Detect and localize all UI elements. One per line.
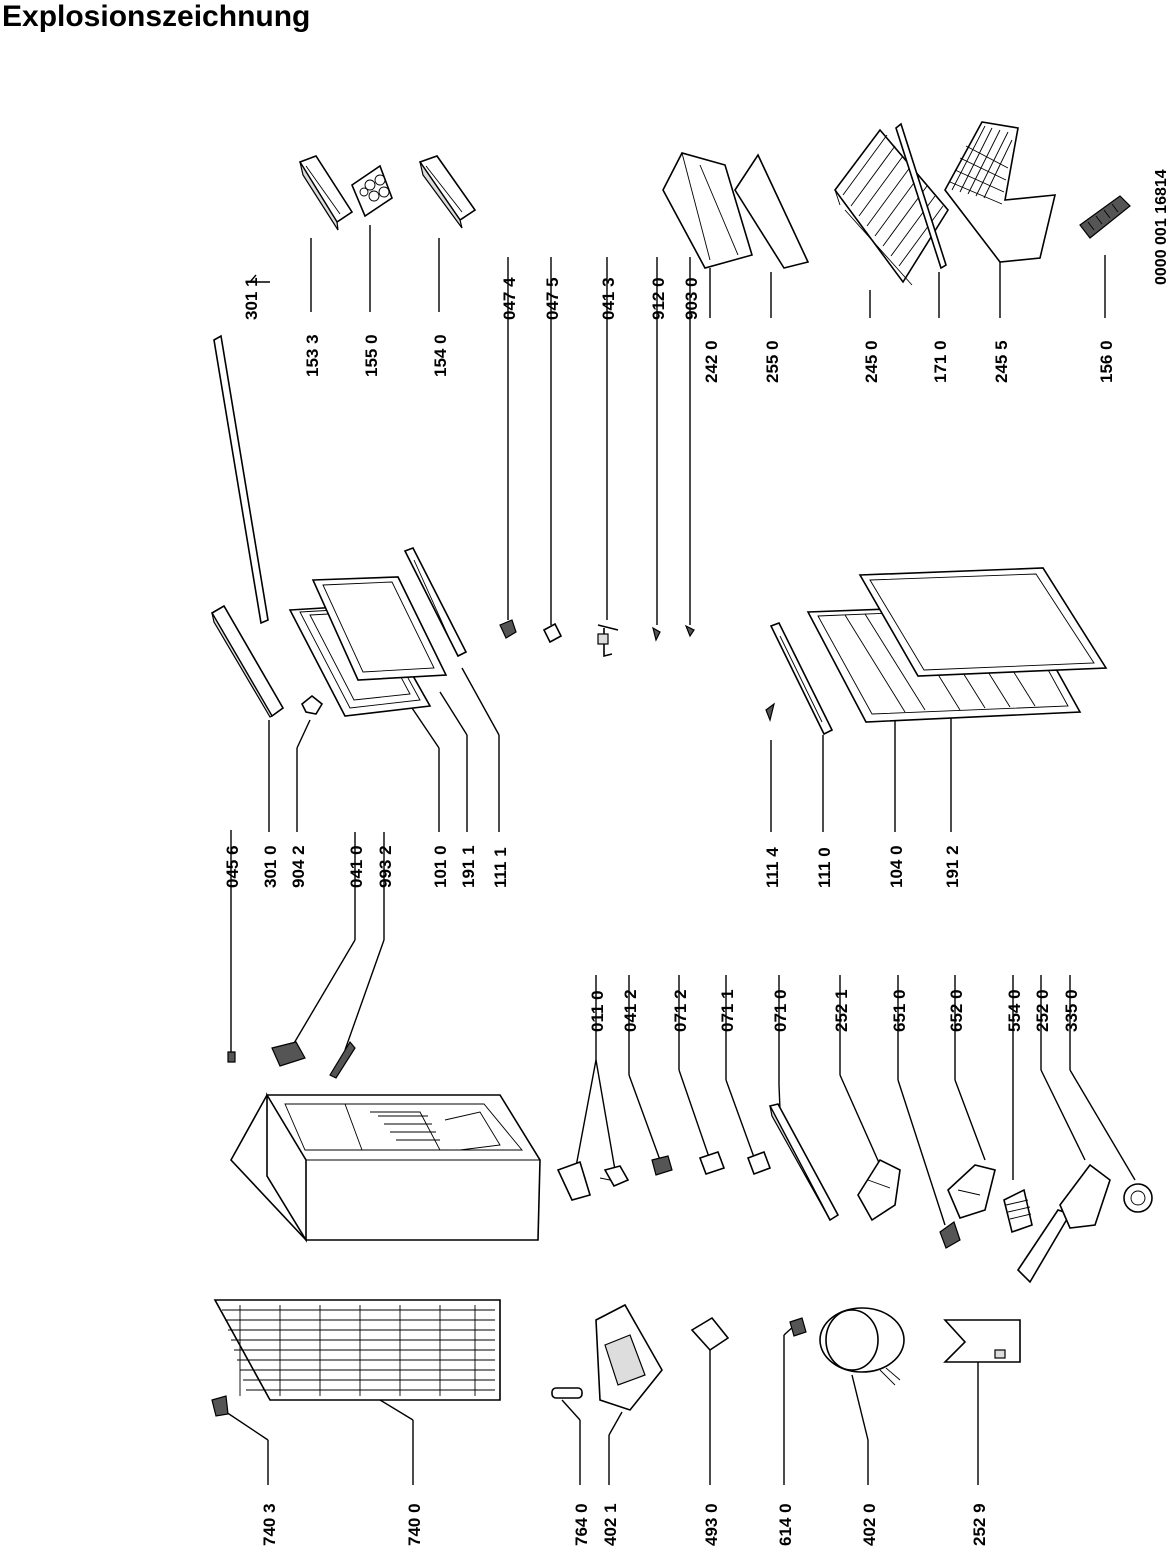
part-252-0-control-panel (1016, 1163, 1111, 1284)
part-154-0-door-shelf (418, 155, 477, 229)
label-740-0: 740 0 (405, 1503, 424, 1546)
label-255-0: 255 0 (763, 340, 782, 383)
label-041-2: 041 2 (621, 989, 640, 1032)
label-156-0: 156 0 (1097, 340, 1116, 383)
part-554-0-spring-relay (1003, 1188, 1033, 1234)
label-047-4: 047 4 (500, 277, 519, 320)
part-252-9-relay (943, 1319, 1021, 1363)
part-912-0-pin (652, 626, 661, 642)
label-740-3: 740 3 (260, 1503, 279, 1546)
part-740-0-condenser (213, 1299, 501, 1401)
label-651-0: 651 0 (890, 989, 909, 1032)
label-111-4: 111 4 (763, 847, 782, 888)
part-labels: 153 3 155 0 154 0 242 0 255 0 245 0 171 … (223, 277, 1116, 1546)
part-335-0-knob (1123, 1183, 1153, 1213)
label-252-0: 252 0 (1033, 989, 1052, 1032)
part-153-3-door-shelf (298, 155, 354, 231)
part-245-0-wire-shelf (834, 128, 949, 286)
label-301-1: 301 1 (242, 277, 261, 320)
label-912-0: 912 0 (649, 277, 668, 320)
part-047-4-cover (499, 619, 517, 639)
part-493-0-clip (690, 1316, 730, 1352)
part-071-0-rail (768, 1103, 840, 1222)
part-111-1-hinge-cover (403, 546, 468, 658)
label-154-0: 154 0 (431, 334, 450, 377)
part-255-0-glass-plate (734, 153, 810, 269)
label-011-0: 011 0 (588, 990, 607, 1032)
part-155-0-egg-tray (351, 164, 393, 218)
cabinet-body (230, 1092, 541, 1243)
part-111-4-pin (765, 702, 775, 722)
label-045-6: 045 6 (223, 845, 242, 888)
part-652-0-thermostat (947, 1164, 996, 1219)
label-993-2: 993 2 (376, 845, 395, 888)
label-047-5: 047 5 (543, 277, 562, 320)
label-111-1: 111 1 (491, 847, 510, 888)
part-156-0-ice-tray (1079, 195, 1131, 239)
part-245-5-wire-shelf (944, 121, 1057, 263)
part-045-6-plug (227, 1051, 236, 1063)
part-740-3-bracket (211, 1395, 229, 1417)
part-171-0-shelf-edge (895, 122, 947, 270)
label-904-2: 904 2 (289, 845, 308, 888)
label-041-0: 041 0 (347, 845, 366, 888)
label-101-0: 101 0 (431, 845, 450, 888)
label-245-5: 245 5 (992, 340, 1011, 383)
part-614-0-grommet (789, 1317, 807, 1337)
part-242-0-crisper-drawer (662, 152, 754, 269)
part-191-1-door-gasket (311, 576, 448, 681)
label-252-1: 252 1 (832, 989, 851, 1032)
part-011-0-hinge (556, 1160, 630, 1201)
document-number: 0000 001 16814 (1153, 169, 1170, 285)
label-111-0: 111 0 (815, 847, 834, 888)
part-041-0-hinge-bracket (271, 1041, 306, 1067)
part-402-1-compressor-cover (595, 1303, 663, 1411)
label-153-3: 153 3 (303, 334, 322, 377)
label-903-0: 903 0 (682, 277, 701, 320)
label-242-0: 242 0 (702, 340, 721, 383)
label-402-0: 402 0 (860, 1503, 879, 1546)
part-252-1-control-housing (857, 1158, 901, 1222)
label-155-0: 155 0 (362, 334, 381, 377)
label-191-1: 191 1 (459, 845, 478, 888)
part-301-1-handle-strip (213, 334, 269, 625)
part-191-2-door-gasket (858, 567, 1108, 677)
label-764-0: 764 0 (572, 1503, 591, 1546)
part-041-2-clip (651, 1155, 673, 1176)
page-title: Explosionszeichnung (2, 0, 311, 33)
part-071-1-bracket (746, 1150, 772, 1176)
label-614-0: 614 0 (776, 1503, 795, 1546)
part-402-0-compressor (819, 1307, 905, 1386)
label-071-2: 071 2 (671, 989, 690, 1032)
part-041-3-hinge (597, 624, 619, 658)
label-071-0: 071 0 (771, 989, 790, 1032)
label-252-9: 252 9 (970, 1503, 989, 1546)
label-402-1: 402 1 (601, 1503, 620, 1546)
part-903-0-screw (684, 624, 695, 638)
label-171-0: 171 0 (931, 340, 950, 383)
part-904-2-knob (300, 694, 324, 715)
label-652-0: 652 0 (947, 989, 966, 1032)
leader-lines (219, 225, 1136, 1485)
part-993-2-screw (329, 1040, 356, 1079)
label-191-2: 191 2 (943, 845, 962, 888)
label-245-0: 245 0 (862, 340, 881, 383)
label-071-1: 071 1 (718, 989, 737, 1032)
label-301-0: 301 0 (261, 845, 280, 888)
part-047-5-cover (542, 622, 563, 644)
label-335-0: 335 0 (1062, 989, 1081, 1032)
part-651-0-lamp (939, 1221, 961, 1249)
label-493-0: 493 0 (702, 1503, 721, 1546)
part-071-2-bracket (698, 1150, 726, 1176)
part-301-0-handle (210, 604, 285, 718)
label-041-3: 041 3 (599, 277, 618, 320)
part-111-0-hinge-cover (769, 621, 834, 736)
label-104-0: 104 0 (887, 845, 906, 888)
part-764-0-drier (551, 1387, 583, 1399)
label-554-0: 554 0 (1005, 989, 1024, 1032)
